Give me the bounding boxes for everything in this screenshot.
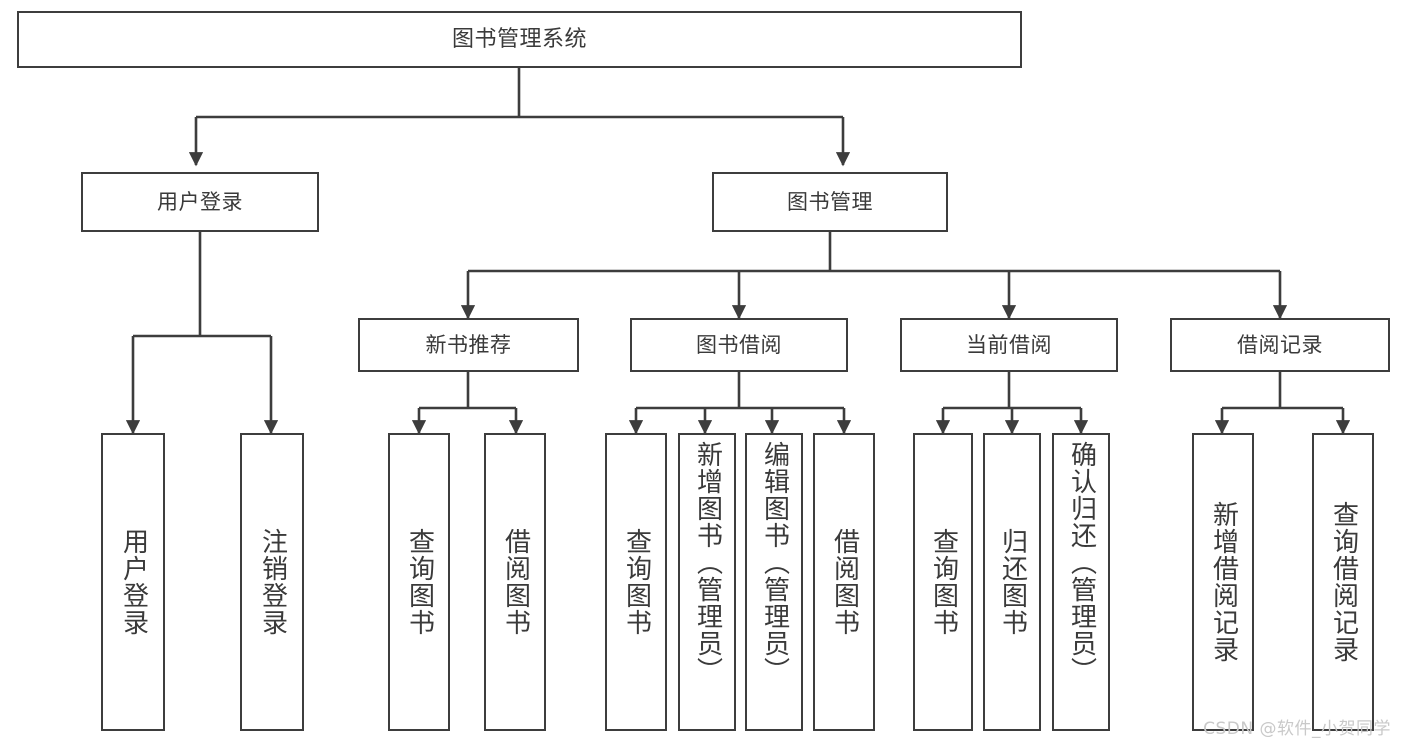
leaf-logout-login[interactable]: 注销登录 [240, 433, 304, 731]
leaf-borrow-book-1[interactable]: 借阅图书 [484, 433, 546, 731]
csdn-watermark: CSDN @软件_小贺同学 [1203, 719, 1391, 739]
leaf-borrow-book-1-label: 借阅图书 [500, 528, 531, 636]
leaf-add-book[interactable]: 新增图书（管理员） [678, 433, 736, 731]
leaf-edit-book[interactable]: 编辑图书（管理员） [745, 433, 803, 731]
leaf-add-book-label: 新增图书（管理员） [692, 441, 723, 684]
node-user-login-label: 用户登录 [157, 189, 243, 214]
node-root-label: 图书管理系统 [451, 26, 587, 52]
leaf-add-record[interactable]: 新增借阅记录 [1192, 433, 1254, 731]
node-root[interactable]: 图书管理系统 [17, 11, 1022, 68]
leaf-add-record-label: 新增借阅记录 [1208, 501, 1239, 663]
node-user-login[interactable]: 用户登录 [81, 172, 319, 232]
leaf-query-book-2-label: 查询图书 [621, 528, 652, 636]
leaf-user-login[interactable]: 用户登录 [101, 433, 165, 731]
node-book-manage[interactable]: 图书管理 [712, 172, 948, 232]
node-book-borrow-label: 图书借阅 [696, 332, 782, 357]
node-borrow-record-label: 借阅记录 [1237, 332, 1323, 357]
leaf-query-book-1-label: 查询图书 [404, 528, 435, 636]
node-book-manage-label: 图书管理 [787, 189, 873, 214]
leaf-query-record-label: 查询借阅记录 [1328, 501, 1359, 663]
leaf-query-book-3[interactable]: 查询图书 [913, 433, 973, 731]
leaf-confirm-return[interactable]: 确认归还（管理员） [1052, 433, 1110, 731]
leaf-query-book-2[interactable]: 查询图书 [605, 433, 667, 731]
node-borrow-record[interactable]: 借阅记录 [1170, 318, 1390, 372]
leaf-return-book-label: 归还图书 [997, 528, 1028, 636]
node-new-book-recommend-label: 新书推荐 [425, 332, 512, 357]
node-current-borrow-label: 当前借阅 [966, 332, 1052, 357]
node-current-borrow[interactable]: 当前借阅 [900, 318, 1118, 372]
leaf-confirm-return-label: 确认归还（管理员） [1066, 441, 1097, 684]
leaf-query-book-1[interactable]: 查询图书 [388, 433, 450, 731]
node-book-borrow[interactable]: 图书借阅 [630, 318, 848, 372]
leaf-query-book-3-label: 查询图书 [928, 528, 959, 636]
leaf-logout-login-label: 注销登录 [257, 528, 288, 636]
leaf-borrow-book-2[interactable]: 借阅图书 [813, 433, 875, 731]
leaf-user-login-label: 用户登录 [118, 528, 149, 636]
leaf-query-record[interactable]: 查询借阅记录 [1312, 433, 1374, 731]
node-new-book-recommend[interactable]: 新书推荐 [358, 318, 579, 372]
leaf-return-book[interactable]: 归还图书 [983, 433, 1041, 731]
leaf-borrow-book-2-label: 借阅图书 [829, 528, 860, 636]
leaf-edit-book-label: 编辑图书（管理员） [759, 441, 790, 684]
